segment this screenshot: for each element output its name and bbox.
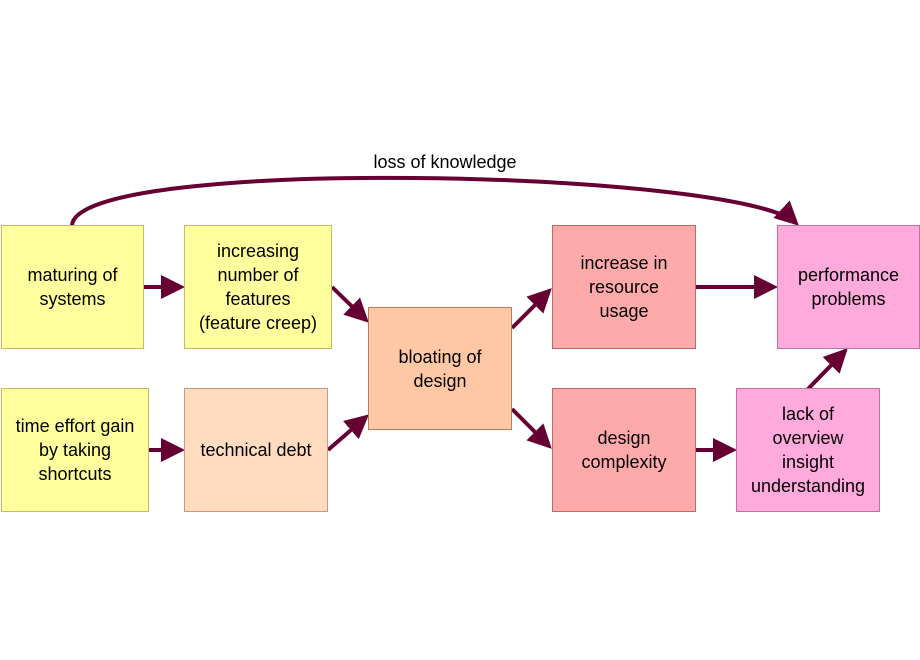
arrow-features-to-bloating — [330, 285, 369, 323]
node-design-complexity: design complexity — [552, 388, 696, 512]
node-increasing-features: increasing number of features (feature c… — [184, 225, 332, 349]
node-time-effort-gain: time effort gain by taking shortcuts — [1, 388, 149, 512]
arrow-overview-to-performance — [806, 348, 848, 391]
node-increase-resource-usage: increase in resource usage — [552, 225, 696, 349]
loss-of-knowledge-label: loss of knowledge — [373, 152, 517, 172]
node-lack-of-overview: lack of overview insight understanding — [736, 388, 880, 512]
arrow-bloating-to-resource — [510, 288, 552, 330]
arrow-bloating-to-complexity — [510, 407, 552, 449]
node-technical-debt: technical debt — [184, 388, 328, 512]
node-bloating-of-design: bloating of design — [368, 307, 512, 430]
arrow-techdebt-to-bloating — [326, 414, 370, 452]
node-performance-problems: performance problems — [777, 225, 920, 349]
node-maturing-of-systems: maturing of systems — [1, 225, 144, 349]
arrow-loss-of-knowledge — [70, 175, 799, 227]
